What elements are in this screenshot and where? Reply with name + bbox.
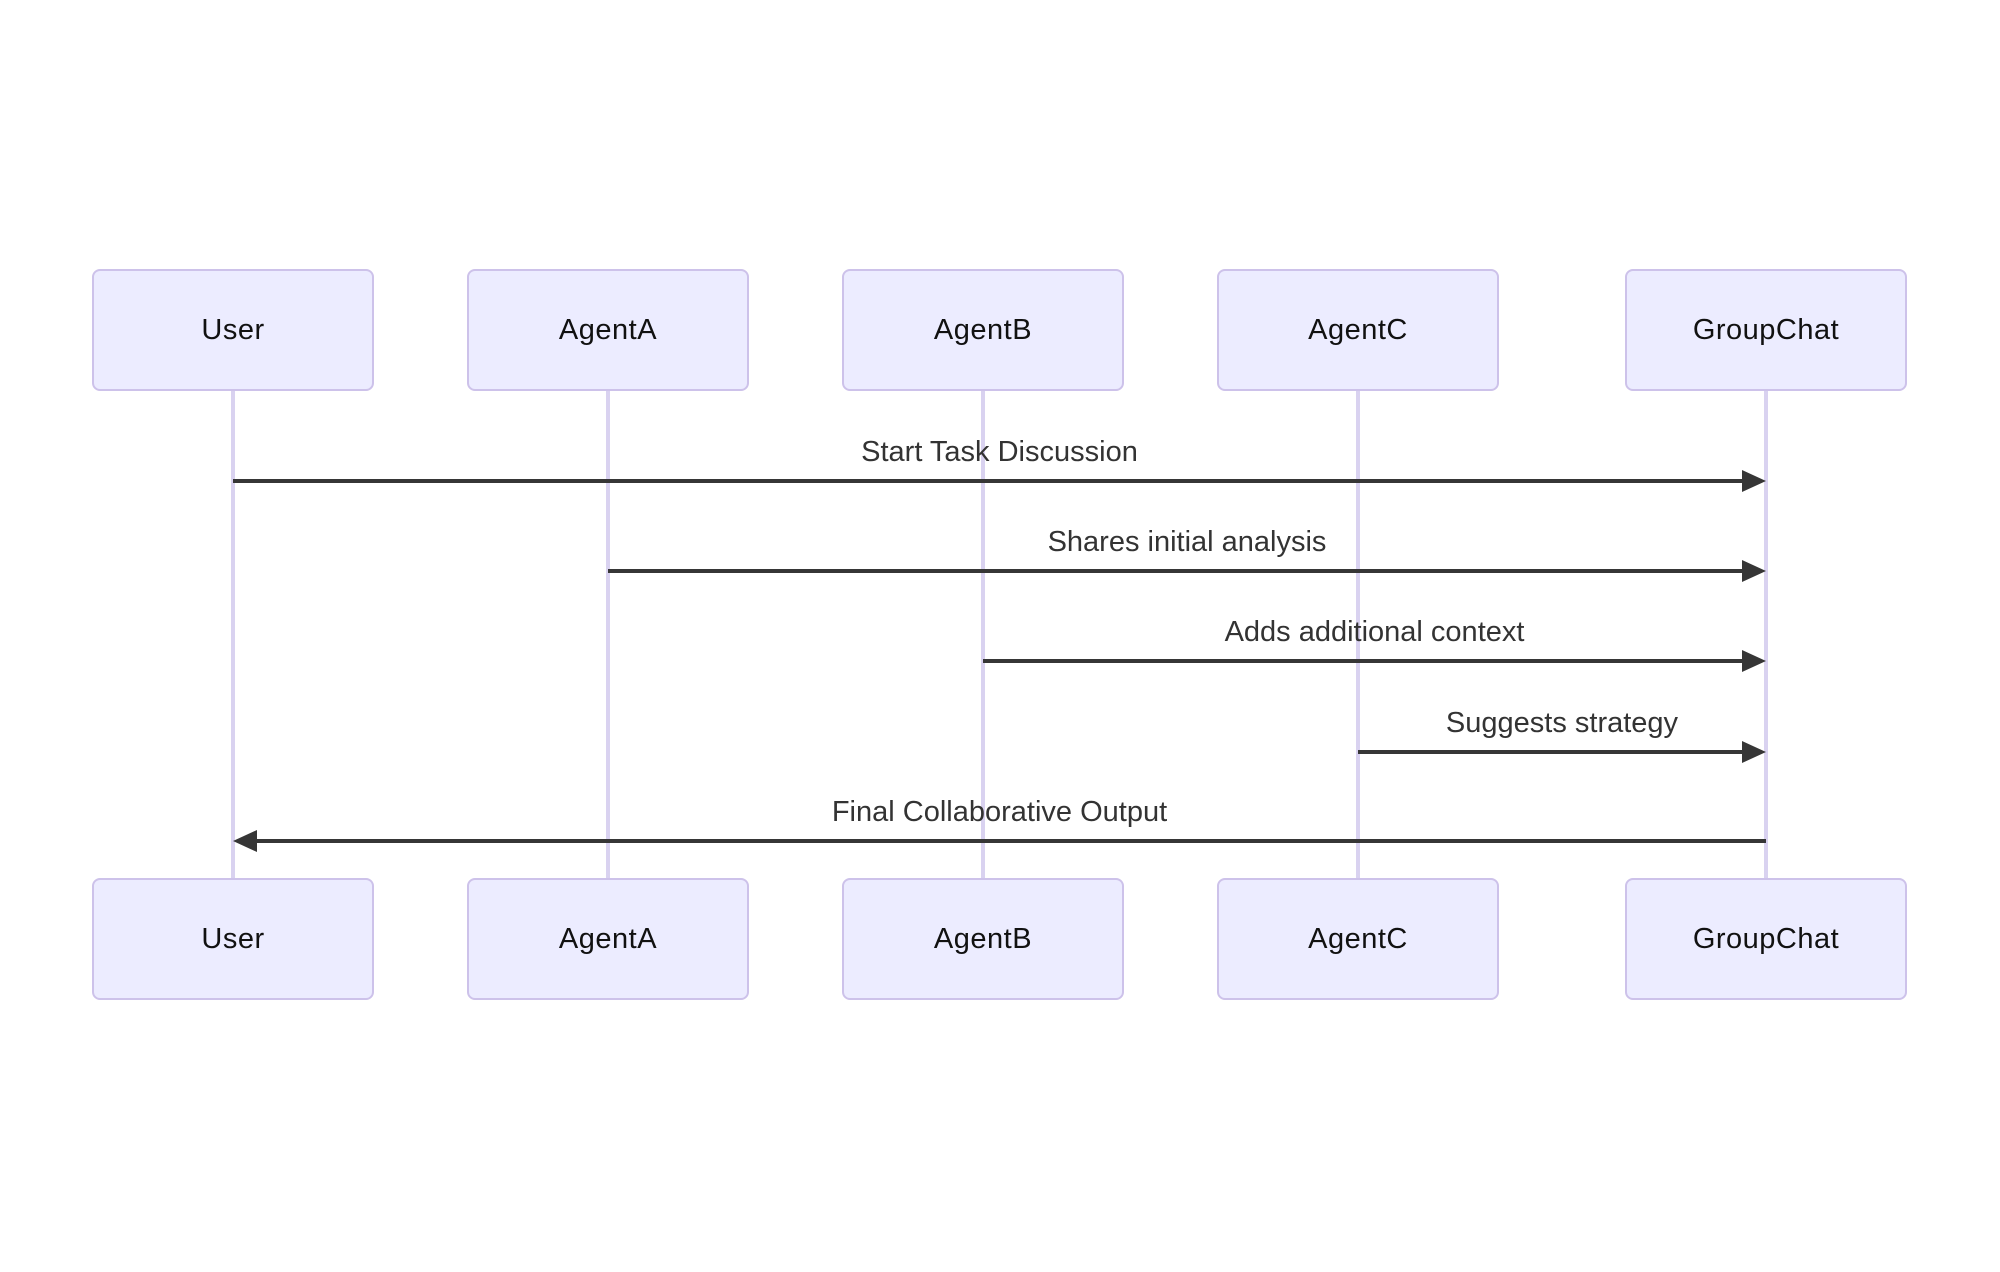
message-label-start-task-discussion: Start Task Discussion: [861, 436, 1138, 468]
actor-label: User: [201, 313, 265, 346]
actor-label: GroupChat: [1692, 922, 1840, 955]
arrowhead-right-icon: [1742, 470, 1766, 492]
message-label-final-collaborative-output: Final Collaborative Output: [831, 796, 1168, 828]
actor-label: AgentC: [1308, 313, 1408, 346]
actor-box-agentc-bottom: AgentC: [1217, 878, 1499, 1000]
actor-label: AgentA: [558, 922, 658, 955]
actor-label: AgentB: [933, 313, 1033, 346]
message-label-suggests-strategy: Suggests strategy: [1445, 707, 1679, 739]
message-label-adds-additional-context: Adds additional context: [1224, 616, 1525, 648]
message-line: [983, 659, 1744, 663]
message-line: [255, 839, 1766, 843]
lifeline-agentc: [1356, 391, 1360, 878]
message-line: [233, 479, 1744, 483]
actor-box-agentc-top: AgentC: [1217, 269, 1499, 391]
message-line: [1358, 750, 1744, 754]
actor-box-agenta-bottom: AgentA: [467, 878, 749, 1000]
actor-box-user-top: User: [92, 269, 374, 391]
actor-label: User: [201, 922, 265, 955]
message-label-shares-initial-analysis: Shares initial analysis: [1047, 526, 1327, 558]
arrowhead-right-icon: [1742, 741, 1766, 763]
lifeline-agenta: [606, 391, 610, 878]
actor-box-agentb-top: AgentB: [842, 269, 1124, 391]
actor-box-user-bottom: User: [92, 878, 374, 1000]
arrowhead-right-icon: [1742, 560, 1766, 582]
actor-box-agentb-bottom: AgentB: [842, 878, 1124, 1000]
arrowhead-left-icon: [233, 830, 257, 852]
arrowhead-right-icon: [1742, 650, 1766, 672]
actor-label: AgentC: [1308, 922, 1408, 955]
lifeline-user: [231, 391, 235, 878]
actor-box-groupchat-bottom: GroupChat: [1625, 878, 1907, 1000]
actor-label: AgentB: [933, 922, 1033, 955]
message-line: [608, 569, 1744, 573]
actor-box-agenta-top: AgentA: [467, 269, 749, 391]
actor-label: GroupChat: [1692, 313, 1840, 346]
actor-box-groupchat-top: GroupChat: [1625, 269, 1907, 391]
actor-label: AgentA: [558, 313, 658, 346]
lifeline-agentb: [981, 391, 985, 878]
lifeline-groupchat: [1764, 391, 1768, 878]
